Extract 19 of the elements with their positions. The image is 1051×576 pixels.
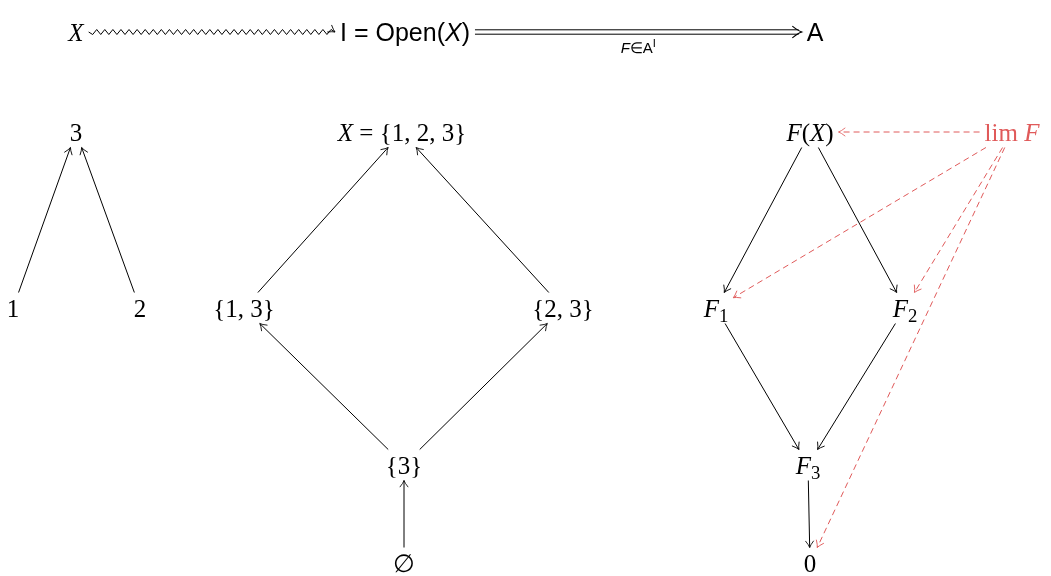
open-set: {1, 3}: [213, 294, 275, 322]
functor-value: F$_{3}$: [795, 451, 821, 479]
math-expression: I = Open(X): [340, 17, 470, 46]
functor-value: F(X): [786, 118, 834, 146]
arrow: [474, 25, 803, 39]
poset-element: 2: [133, 294, 147, 322]
math-symbol: X: [68, 18, 84, 46]
limit-label: lim F: [984, 118, 1040, 146]
functor-value: 0: [803, 549, 817, 576]
open-set: ∅: [393, 549, 415, 576]
functor-value: F$_{1}$: [703, 294, 729, 322]
open-set: {2, 3}: [532, 294, 594, 322]
poset-element: 1: [6, 294, 20, 322]
edge-label: F∈A$^{I}$: [618, 40, 658, 55]
functor-value: F$_{2}$: [892, 294, 918, 322]
open-set: X = {1, 2, 3}: [337, 118, 467, 146]
open-set: {3}: [385, 451, 423, 479]
poset-element: 3: [69, 118, 83, 146]
math-symbol: A: [806, 17, 824, 46]
